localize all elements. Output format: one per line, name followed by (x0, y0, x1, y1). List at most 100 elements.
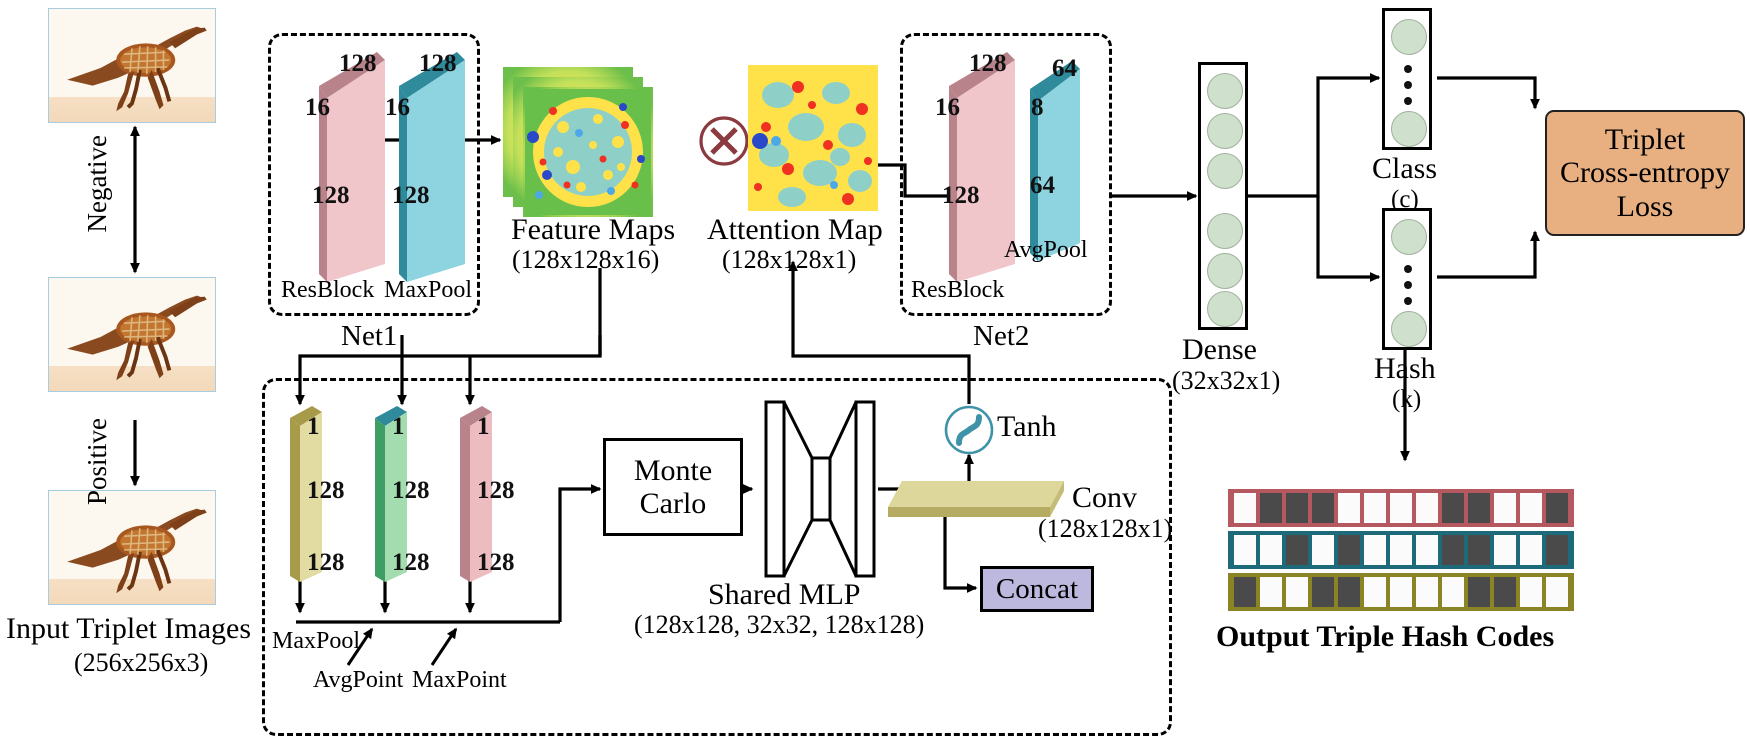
input-image-negative (48, 8, 216, 123)
hash-bit-cell (1234, 577, 1256, 607)
monte-carlo-box: Monte Carlo (603, 438, 743, 536)
shared-mlp-shape: (128x128, 32x32, 128x128) (634, 610, 925, 639)
net2-resblock-dim-bottom: 128 (942, 182, 980, 209)
monte-carlo-line-2: Carlo (639, 487, 707, 520)
net2-resblock-dim-left: 16 (935, 94, 960, 121)
hash-head-box (1382, 208, 1432, 350)
tanh-icon (943, 404, 995, 456)
input-caption-shape: (256x256x3) (74, 648, 209, 677)
net2-avgpool-dim-left: 8 (1031, 94, 1044, 121)
hash-bit-cell (1234, 493, 1256, 523)
hash-bit-cell (1442, 493, 1464, 523)
maxpoint-dim-bottom: 128 (477, 549, 515, 576)
hash-bit-cell (1416, 493, 1438, 523)
hash-bit-cell (1312, 493, 1334, 523)
hash-bit-cell (1312, 577, 1334, 607)
concat-box: Concat (980, 566, 1094, 612)
hash-code-row (1228, 531, 1574, 569)
class-ellipsis-dot (1404, 81, 1412, 89)
avgpoint-dim-top: 1 (392, 413, 405, 440)
net1-container (268, 33, 480, 316)
maxpool-point-label: MaxPool (272, 628, 361, 654)
maxpool-point-dim-mid: 128 (307, 477, 345, 504)
arrow-label-positive: Positive (82, 418, 112, 506)
maxpoint-dim-top: 1 (477, 413, 490, 440)
hash-bit-cell (1546, 493, 1568, 523)
conv-label: Conv (1072, 481, 1138, 514)
hash-ellipsis-dot (1404, 265, 1412, 273)
class-neuron (1391, 111, 1427, 147)
tanh-label: Tanh (997, 410, 1057, 443)
feature-maps-stack (503, 67, 688, 227)
loss-line-2: Cross-entropy (1560, 156, 1730, 190)
maxpoint-label: MaxPoint (412, 667, 507, 693)
hash-bit-cell (1520, 577, 1542, 607)
attention-map-shape: (128x128x1) (722, 245, 857, 274)
maxpool-point-slab (286, 404, 332, 582)
dense-layer (1198, 62, 1248, 330)
hash-bit-cell (1546, 577, 1568, 607)
hash-bit-cell (1520, 493, 1542, 523)
net2-label: Net2 (973, 320, 1030, 352)
dense-neuron (1207, 73, 1243, 109)
output-caption: Output Triple Hash Codes (1216, 620, 1555, 653)
dense-neuron (1207, 213, 1243, 249)
hash-bit-cell (1338, 535, 1360, 565)
input-image-positive (48, 490, 216, 605)
hash-bit-cell (1338, 577, 1360, 607)
shared-mlp-shape (760, 400, 884, 578)
hash-bit-cell (1390, 577, 1412, 607)
concat-label: Concat (995, 572, 1079, 605)
net2-resblock-slab (935, 46, 1040, 286)
monte-carlo-line-1: Monte (633, 454, 713, 487)
dense-neuron (1207, 291, 1243, 327)
hash-bit-cell (1338, 493, 1360, 523)
hash-code-row (1228, 573, 1574, 611)
hash-bit-cell (1390, 493, 1412, 523)
dense-neuron (1207, 153, 1243, 189)
net1-maxpool-dim-bottom: 128 (392, 182, 430, 209)
arrow-label-negative: Negative (82, 135, 112, 233)
hash-bit-cell (1416, 535, 1438, 565)
hash-bit-cell (1494, 535, 1516, 565)
attention-map-label: Attention Map (707, 213, 883, 246)
net2-resblock-dim-top: 128 (969, 50, 1007, 77)
hash-bit-cell (1546, 535, 1568, 565)
net2-avgpool-dim-bottom: 64 (1030, 172, 1055, 199)
conv-slab (888, 477, 1064, 523)
attention-map (748, 65, 878, 211)
net1-resblock-dim-left: 16 (305, 94, 330, 121)
input-image-anchor (48, 277, 216, 392)
hash-bit-cell (1260, 493, 1282, 523)
hash-bit-cell (1468, 493, 1490, 523)
hash-bit-cell (1494, 493, 1516, 523)
hash-bit-cell (1468, 577, 1490, 607)
hash-neuron (1391, 311, 1427, 347)
net1-resblock-slab (305, 46, 410, 286)
feature-maps-label: Feature Maps (511, 213, 676, 246)
net2-avgpool-label: AvgPool (1004, 237, 1088, 263)
hash-bit-cell (1494, 577, 1516, 607)
hash-bit-cell (1286, 577, 1308, 607)
hash-head-shape: (k) (1392, 386, 1422, 413)
conv-shape: (128x128x1) (1038, 514, 1173, 543)
input-caption: Input Triplet Images (6, 612, 251, 645)
dinosaur-illustration (67, 508, 207, 594)
hash-bit-cell (1364, 493, 1386, 523)
hash-bit-cell (1390, 535, 1412, 565)
maxpool-point-dim-bottom: 128 (307, 549, 345, 576)
class-neuron (1391, 19, 1427, 55)
dinosaur-illustration (67, 295, 207, 381)
hash-bit-cell (1234, 535, 1256, 565)
hash-bit-cell (1312, 535, 1334, 565)
hash-bit-cell (1468, 535, 1490, 565)
triplet-loss-box: Triplet Cross-entropy Loss (1545, 110, 1745, 236)
hash-head-label: Hash (1374, 352, 1436, 385)
hash-bit-cell (1286, 493, 1308, 523)
dense-shape: (32x32x1) (1172, 366, 1281, 395)
hash-bit-cell (1442, 577, 1464, 607)
avgpoint-label: AvgPoint (313, 667, 404, 693)
net2-avgpool-slab (1022, 57, 1102, 272)
net2-container (900, 33, 1112, 316)
hash-bit-cell (1260, 535, 1282, 565)
